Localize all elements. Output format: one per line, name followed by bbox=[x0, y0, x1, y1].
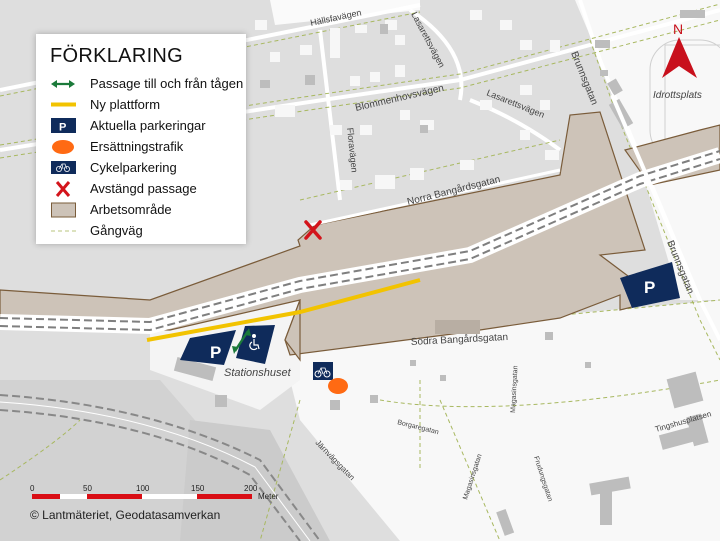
parking-label-2: P bbox=[644, 278, 655, 297]
legend-label: Ny plattform bbox=[90, 97, 161, 112]
scale-unit: Meter bbox=[258, 492, 279, 501]
legend-item-platform: Ny plattform bbox=[50, 95, 240, 115]
legend-label: Aktuella parkeringar bbox=[90, 118, 206, 133]
legend-panel: FÖRKLARING Passage till och från tågen N… bbox=[36, 34, 246, 244]
yellow-line-icon bbox=[51, 102, 76, 107]
label-magasinsgatan-1: Magasinsgatan bbox=[510, 365, 519, 413]
legend-label: Gångväg bbox=[90, 223, 143, 238]
double-arrow-icon bbox=[51, 80, 75, 88]
legend-label: Cykelparkering bbox=[90, 160, 177, 175]
closed-passage-icon bbox=[304, 220, 322, 240]
bicycle-icon bbox=[51, 161, 76, 174]
legend-label: Passage till och från tågen bbox=[90, 76, 244, 91]
replacement-traffic-stop bbox=[328, 378, 348, 394]
legend-label: Ersättningstrafik bbox=[90, 139, 184, 154]
legend-item-passage: Passage till och från tågen bbox=[50, 74, 244, 94]
label-sodra-bangardsgatan: Södra Bangårdsgatan bbox=[411, 331, 509, 348]
copyright-credit: © Lantmäteriet, Geodatasamverkan bbox=[30, 508, 221, 522]
passage-arrow-icon bbox=[232, 328, 251, 354]
dashed-line-icon bbox=[51, 230, 76, 232]
red-x-icon bbox=[55, 181, 71, 197]
legend-item-footpath: Gångväg bbox=[50, 221, 240, 241]
legend-label: Avstängd passage bbox=[90, 181, 197, 196]
scale-tick: 0 bbox=[30, 484, 35, 493]
parking-brunnsgatan bbox=[620, 262, 680, 308]
parking-icon: P bbox=[51, 118, 76, 134]
scale-tick: 100 bbox=[136, 484, 150, 493]
svg-text:P: P bbox=[59, 122, 66, 134]
wheelchair-icon bbox=[249, 334, 260, 351]
scale-tick: 200 bbox=[244, 484, 258, 493]
legend-item-bicycle: Cykelparkering bbox=[50, 158, 240, 178]
legend-item-replacement: Ersättningstrafik bbox=[50, 137, 240, 157]
legend-label: Arbetsområde bbox=[90, 202, 172, 217]
label-floravagen: Floravägen bbox=[345, 127, 360, 173]
parking-label-1: P bbox=[210, 343, 221, 362]
scale-tick: 50 bbox=[83, 484, 92, 493]
north-arrow-icon: N bbox=[662, 21, 697, 78]
label-stationshuset: Stationshuset bbox=[224, 367, 292, 379]
work-area-icon bbox=[51, 202, 76, 218]
bicycle-parking-icon bbox=[313, 362, 333, 380]
legend-item-parking: P Aktuella parkeringar bbox=[50, 116, 240, 136]
legend-title: FÖRKLARING bbox=[50, 45, 184, 67]
legend-item-closed: Avstängd passage bbox=[50, 179, 240, 199]
label-idrottsplats: Idrottsplats bbox=[653, 90, 702, 101]
svg-text:N: N bbox=[673, 21, 683, 37]
legend-item-workarea: Arbetsområde bbox=[50, 200, 240, 220]
scale-tick: 150 bbox=[191, 484, 205, 493]
parking-station bbox=[180, 330, 236, 365]
orange-ellipse-icon bbox=[52, 140, 74, 154]
